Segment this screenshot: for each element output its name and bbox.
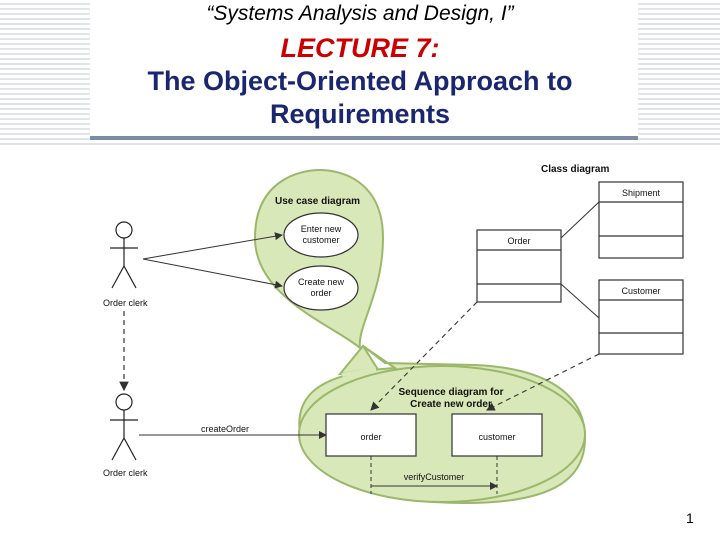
lecture-number: LECTURE 7: xyxy=(280,33,440,63)
actor-order-clerk-top xyxy=(110,221,138,289)
diagram-svg: Class diagram Use case diagram Enter new… xyxy=(103,164,684,505)
assoc-enter-customer xyxy=(142,232,283,260)
seq-object-customer xyxy=(451,413,543,457)
page-number: 1 xyxy=(686,510,694,526)
title-underline xyxy=(90,136,638,140)
seq-object-order xyxy=(325,413,417,457)
seq-object-order-label: order xyxy=(360,432,381,442)
assoc-order-customer xyxy=(560,283,600,319)
message-create-order-label: createOrder xyxy=(201,424,249,434)
actor-label-bottom: Order clerk xyxy=(103,468,148,478)
sequence-label-line2: Create new order xyxy=(410,399,492,410)
class-order-name: Order xyxy=(507,236,530,246)
class-customer-name: Customer xyxy=(621,286,660,296)
class-customer xyxy=(598,279,684,355)
lecture-title-line1: The Object-Oriented Approach to xyxy=(147,66,573,96)
sequence-bubble-body xyxy=(298,365,586,503)
use-case-enter-line2: customer xyxy=(302,235,339,245)
use-case-bubble xyxy=(253,168,385,351)
use-case-label: Use case diagram xyxy=(275,196,360,207)
use-case-create-line2: order xyxy=(310,288,331,298)
class-order xyxy=(476,229,562,303)
assoc-order-shipment xyxy=(560,201,600,239)
trace-customer-class xyxy=(486,353,600,411)
assoc-create-order xyxy=(142,258,283,289)
oo-diagram-figure: Class diagram Use case diagram Enter new… xyxy=(95,158,685,510)
lecture-title-line2: Requirements xyxy=(269,99,451,129)
use-case-create-order xyxy=(283,265,359,311)
trace-order-class xyxy=(370,301,478,411)
course-title: “Systems Analysis and Design, I” xyxy=(206,2,514,25)
actor-order-clerk-bottom xyxy=(110,393,138,461)
sequence-label-line1: Sequence diagram for xyxy=(398,387,503,398)
class-diagram-label: Class diagram xyxy=(541,164,609,175)
seq-object-customer-label: customer xyxy=(478,432,515,442)
use-case-enter-customer xyxy=(283,212,359,258)
message-verify-customer-label: verifyCustomer xyxy=(404,472,465,482)
title-background xyxy=(90,0,638,140)
use-case-enter-line1: Enter new xyxy=(301,224,342,234)
class-shipment xyxy=(598,181,684,259)
actor-label-top: Order clerk xyxy=(103,298,148,308)
use-case-create-line1: Create new xyxy=(298,277,345,287)
class-shipment-name: Shipment xyxy=(622,188,661,198)
